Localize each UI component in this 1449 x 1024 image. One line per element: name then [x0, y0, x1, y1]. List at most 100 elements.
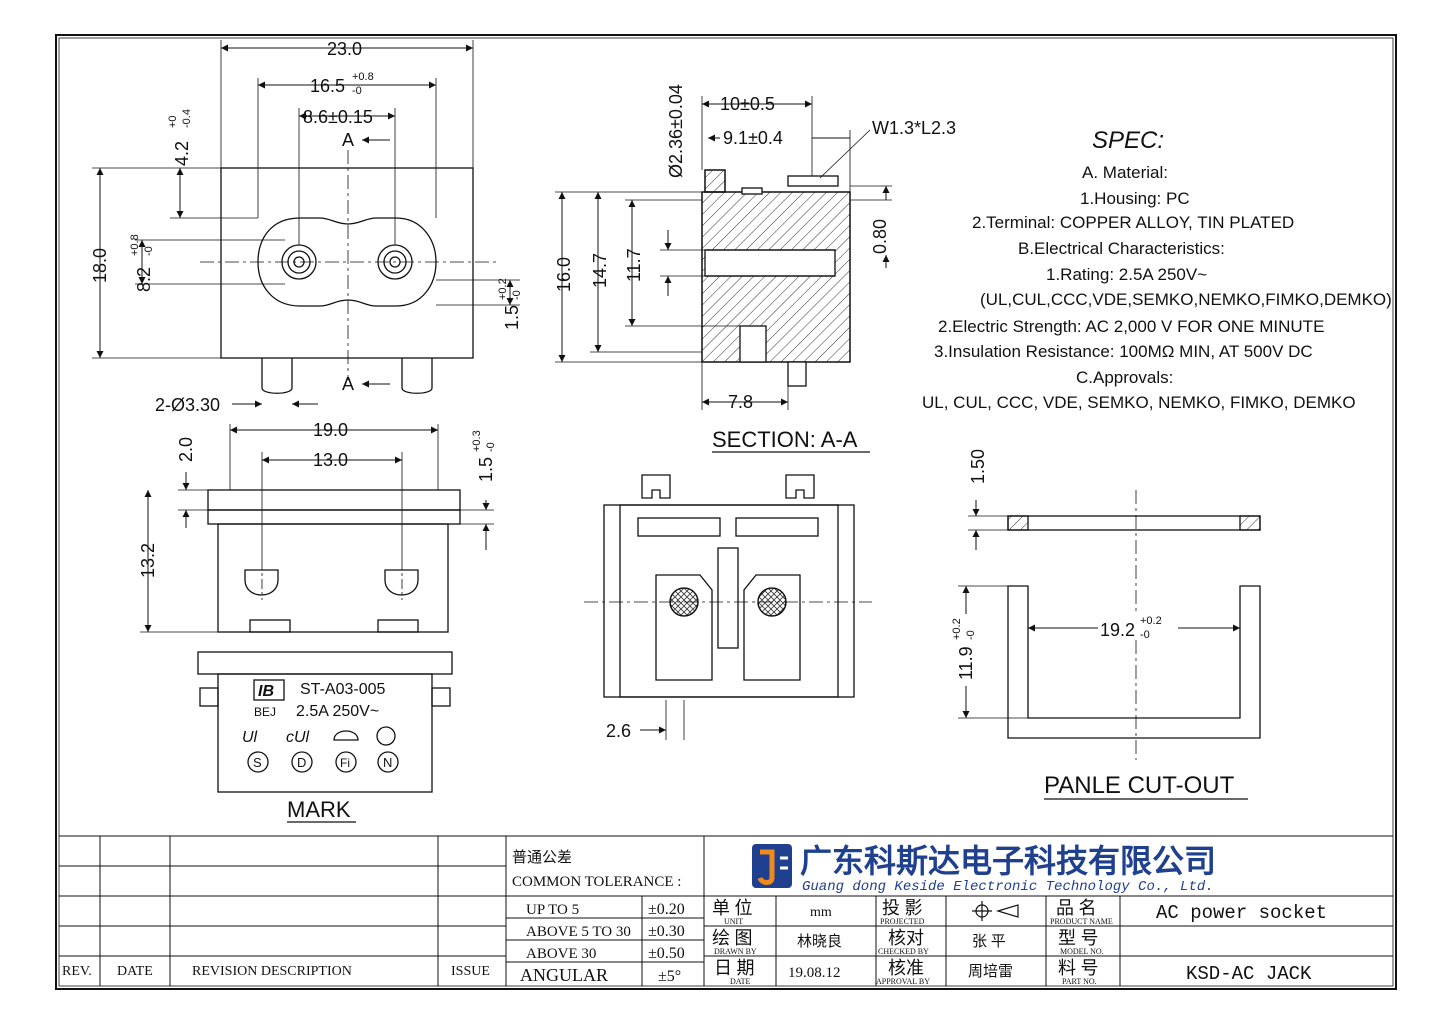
projection-symbol-icon — [972, 901, 1019, 921]
approval-label-en: APPROVAL BY — [876, 977, 930, 986]
dim-2-6: 2.6 — [606, 721, 631, 741]
dim-0-80: 0.80 — [870, 219, 890, 254]
top-view-labels: 23.0 16.5 +0.8 -0 8.6±0.15 A A 4.2 +0 -0… — [90, 39, 523, 415]
section-marker-top: A — [342, 130, 354, 150]
spec-line: 2.Terminal: COPPER ALLOY, TIN PLATED — [972, 213, 1294, 232]
tol-value: ±0.20 — [648, 901, 685, 918]
section-view — [555, 96, 892, 410]
dim-13-2: 13.2 — [138, 543, 158, 578]
spec-line: 1.Housing: PC — [1080, 189, 1190, 208]
mark-symbol: Fi — [340, 756, 350, 770]
company-name-cn: 广东科斯达电子科技有限公司 — [800, 843, 1216, 879]
part-label-en: PART NO. — [1062, 977, 1097, 986]
dim-4-2: 4.2 — [172, 141, 192, 166]
dim-1-5-tol-low: -0 — [511, 290, 523, 300]
title-block — [59, 835, 1393, 986]
spec-line: A. Material: — [1082, 163, 1168, 182]
dim-4-2-tol-low: -0.4 — [181, 109, 193, 128]
tol-value: ±0.50 — [648, 945, 685, 962]
product-label-en: PRODUCT NAME — [1050, 917, 1113, 926]
revision-header: REVISION DESCRIPTION — [192, 964, 352, 979]
dim-11-9: 11.9 — [956, 646, 976, 680]
spec-line: (UL,CUL,CCC,VDE,SEMKO,NEMKO,FIMKO,DEMKO) — [980, 290, 1392, 309]
dim-4-2-tol: +0 — [167, 115, 179, 128]
spec-heading: SPEC: — [1092, 127, 1164, 154]
dim-19-2: 19.2 — [1100, 620, 1135, 640]
dim-11-9-tol-low: -0 — [965, 630, 977, 640]
approval-by: 周培雷 — [968, 963, 1013, 980]
product-label-cn: 品 名 — [1056, 898, 1097, 918]
drawn-label-cn: 绘 图 — [712, 928, 753, 948]
date-header: DATE — [117, 964, 153, 979]
company-name-en: Guang dong Keside Electronic Technology … — [802, 879, 1214, 895]
dim-1-5b-tol: +0.3 — [471, 430, 483, 452]
section-title: SECTION: A-A — [712, 427, 858, 452]
drawn-by: 林晓良 — [797, 933, 842, 950]
checked-label-en: CHECKED BY — [878, 947, 929, 956]
part-label-cn: 料 号 — [1058, 958, 1099, 978]
company-logo-icon — [752, 844, 792, 888]
mark-logo: IB — [258, 683, 274, 700]
dim-8-2: 8.2 — [134, 267, 154, 292]
tolerance-title-cn: 普通公差 — [512, 849, 572, 866]
bottom-view — [584, 474, 872, 740]
cutout-title: PANLE CUT-OUT — [1044, 772, 1235, 799]
side-view-labels: 19.0 13.0 2.0 1.5 +0.3 -0 13.2 — [138, 420, 497, 578]
model-label-en: MODEL NO. — [1060, 947, 1104, 956]
title-block-text: REV. DATE REVISION DESCRIPTION ISSUE 普通公… — [62, 843, 1327, 986]
spec-line: 1.Rating: 2.5A 250V~ — [1046, 265, 1207, 284]
part-number: KSD-AC JACK — [1186, 963, 1312, 985]
dim-18: 18.0 — [90, 248, 110, 283]
checked-label-cn: 核对 — [888, 928, 924, 948]
tol-range: ABOVE 30 — [526, 946, 596, 962]
unit-label-cn: 单 位 — [712, 898, 753, 918]
date-label-en: DATE — [730, 977, 751, 986]
dim-9-1: 9.1±0.4 — [723, 128, 783, 148]
dim-19-2-tol: +0.2 — [1140, 615, 1162, 627]
cul-mark: cUl — [286, 729, 310, 746]
drawn-label-en: DRAWN BY — [714, 947, 757, 956]
tol-value: ±0.30 — [648, 923, 685, 940]
ul-mark: Ul — [242, 729, 258, 746]
spec-line: 2.Electric Strength: AC 2,000 V FOR ONE … — [938, 317, 1324, 336]
dim-1-5-tol: +0.2 — [497, 278, 509, 300]
dim-1-50: 1.50 — [968, 449, 988, 484]
tolerance-title-en: COMMON TOLERANCE : — [512, 874, 681, 890]
dim-8-2-tol: +0.8 — [129, 234, 141, 256]
date-value: 19.08.12 — [788, 965, 841, 981]
dim-7-8: 7.8 — [728, 392, 753, 412]
dim-1-5b-tol-low: -0 — [485, 442, 497, 452]
mark-model: ST-A03-005 — [300, 681, 385, 698]
dim-11-9-tol: +0.2 — [951, 618, 963, 640]
spec-line: 3.Insulation Resistance: 100MΩ MIN, AT 5… — [934, 342, 1313, 361]
mark-symbol: D — [297, 755, 306, 770]
tol-range: UP TO 5 — [526, 902, 579, 918]
model-label-cn: 型 号 — [1058, 928, 1099, 948]
issue-header: ISSUE — [451, 964, 490, 979]
mark-symbol: S — [253, 755, 262, 770]
mark-labels: IB BEJ ST-A03-005 2.5A 250V~ Ul cUl S D … — [242, 681, 392, 823]
dim-8-6: 8.6±0.15 — [303, 107, 373, 127]
tol-range: ANGULAR — [520, 965, 608, 985]
dim-16: 16.0 — [554, 257, 574, 292]
projected-label-en: PROJECTED — [880, 917, 925, 926]
dim-11-7: 11.7 — [624, 248, 644, 282]
rev-header: REV. — [62, 964, 92, 979]
dim-16-5: 16.5 — [310, 76, 345, 96]
dim-2: 2.0 — [176, 437, 196, 462]
unit-label-en: UNIT — [724, 917, 743, 926]
section-marker-bottom: A — [342, 374, 354, 394]
cutout-view — [958, 490, 1261, 760]
approval-label-cn: 核准 — [888, 958, 924, 978]
product-name: AC power socket — [1156, 902, 1327, 924]
dim-19: 19.0 — [313, 420, 348, 440]
dim-16-5-tol: +0.8 — [352, 71, 374, 83]
spec-line: C.Approvals: — [1076, 368, 1173, 387]
section-view-labels: 10±0.5 9.1±0.4 W1.3*L2.3 Ø2.36±0.04 16.0… — [554, 84, 956, 453]
dim-dia: Ø2.36±0.04 — [666, 84, 686, 178]
tol-range: ABOVE 5 TO 30 — [526, 924, 631, 940]
tol-value: ±5° — [658, 968, 681, 985]
socket-outline — [257, 217, 437, 307]
dim-1-5: 1.5 — [502, 305, 522, 330]
